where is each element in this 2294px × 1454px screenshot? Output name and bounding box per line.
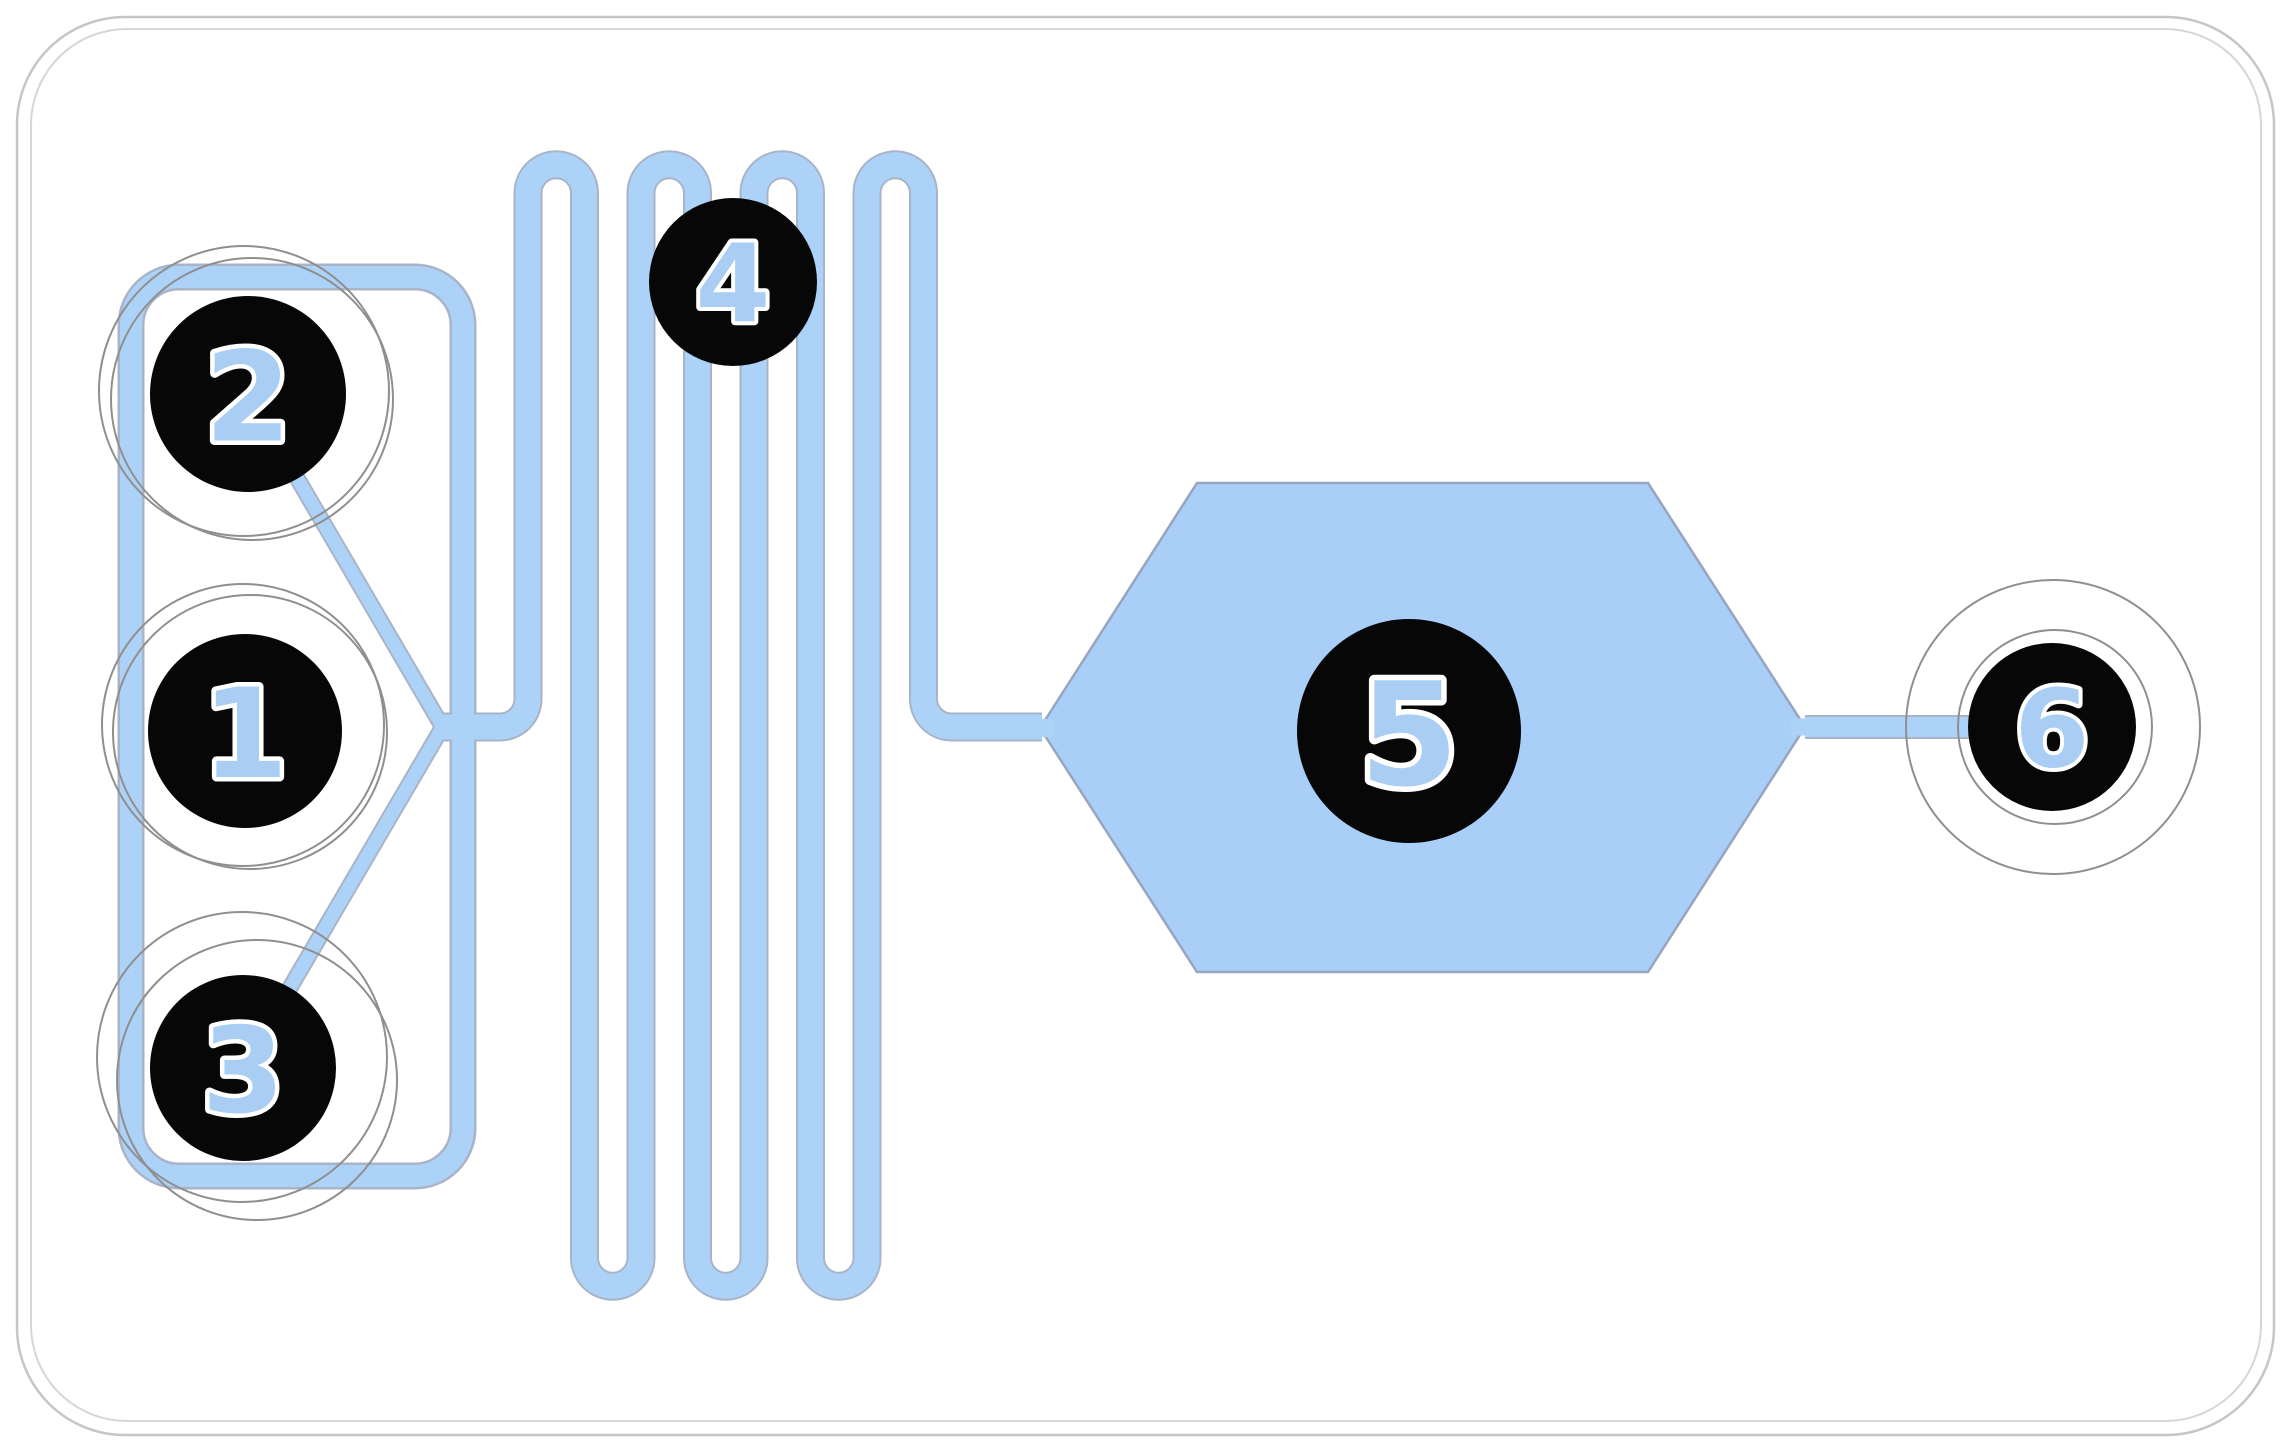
marker-5: 5 [1297, 619, 1521, 843]
marker-1-circle [148, 634, 342, 828]
serpentine-channel [440, 152, 1042, 1299]
marker-3-circle [150, 975, 336, 1161]
port-3-ring-a [96, 911, 388, 1203]
port-2-ring-b [110, 257, 394, 541]
marker-2-circle [150, 296, 346, 492]
marker-3: 3 [150, 975, 336, 1161]
marker-5-digit: 5 [1359, 652, 1459, 819]
marker-6-circle [1968, 643, 2136, 811]
marker-4: 4 [649, 198, 817, 366]
chip-border-outer [15, 15, 2276, 1437]
port-6-ring-outer [1905, 579, 2201, 875]
marker-1-digit: 1 [202, 663, 288, 807]
port-2-ring-a [98, 245, 390, 537]
port-1-ring-a [101, 583, 385, 867]
port-circles [96, 245, 2201, 1221]
marker-1: 1 [148, 634, 342, 828]
marker-4-circle [649, 198, 817, 366]
chip-border-inner [30, 28, 2262, 1422]
chip-outline [15, 15, 2276, 1437]
marker-6-digit: 6 [2014, 668, 2089, 793]
marker-4-digit: 4 [695, 223, 770, 348]
port-6-ring-inner [1957, 629, 2153, 825]
marker-3-digit: 3 [202, 1003, 285, 1141]
markers: 1 2 3 4 5 6 [148, 198, 2136, 1161]
marker-2: 2 [150, 296, 346, 492]
marker-6: 6 [1968, 643, 2136, 811]
port-3-ring-b [116, 939, 398, 1221]
marker-2-digit: 2 [205, 326, 292, 471]
marker-5-circle [1297, 619, 1521, 843]
hexagon-channel-patches [1030, 718, 1815, 737]
port-1-ring-b [112, 594, 388, 870]
channel-fills [120, 152, 2052, 1299]
